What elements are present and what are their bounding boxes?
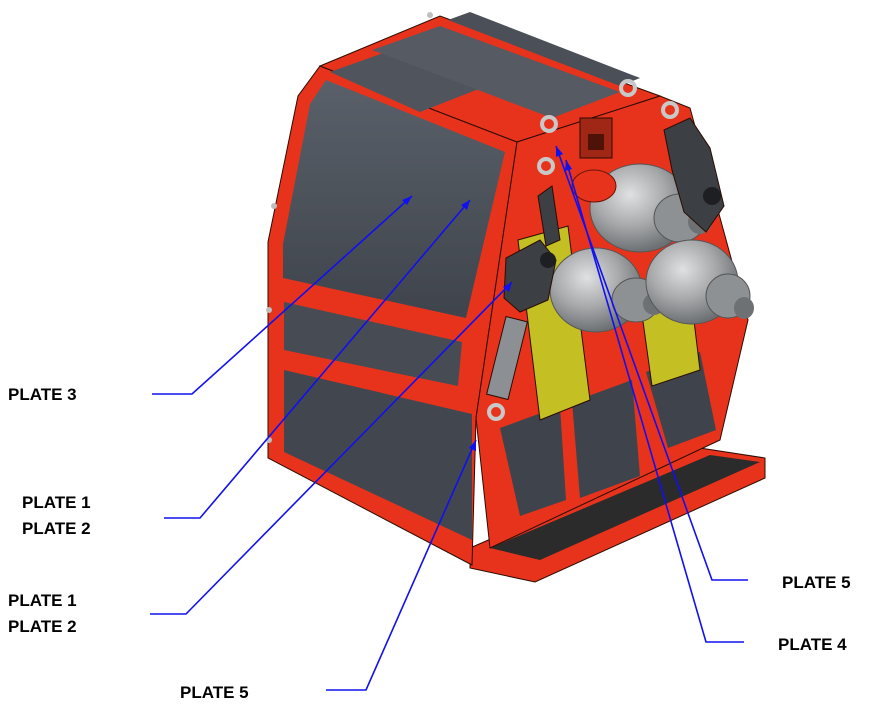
arrowhead-plate12-b <box>503 282 512 292</box>
base-mat <box>490 455 760 560</box>
arrowhead-plate4 <box>565 160 572 171</box>
lifting-eye <box>661 101 679 119</box>
arrowhead-plate5-right <box>556 146 563 157</box>
lower-housing-1 <box>500 406 566 516</box>
leader-plate5-right <box>555 145 748 581</box>
bolt <box>266 307 272 313</box>
upper-left-panel <box>283 80 505 318</box>
leader-plate3 <box>152 195 413 395</box>
label-plate1-b: PLATE 1 <box>8 591 77 610</box>
label-plate5-bottom: PLATE 5 <box>180 683 249 702</box>
lifting-eye <box>487 403 505 421</box>
top-panel-middle <box>372 26 620 118</box>
label-plate3: PLATE 3 <box>8 385 77 404</box>
label-plate1-a: PLATE 1 <box>22 493 91 512</box>
bending-machine-illustration <box>266 12 766 583</box>
side-bolts <box>266 12 433 443</box>
middle-left-panel <box>284 302 462 386</box>
leader-plate12-b <box>150 281 513 615</box>
leader-plate4 <box>565 159 744 643</box>
lower-left-panel <box>284 370 472 540</box>
label-plate2-b: PLATE 2 <box>8 617 77 636</box>
arrowhead-plate5-bottom <box>469 440 476 451</box>
left-bracket-pivot <box>540 252 556 268</box>
bottom-right-roller <box>645 239 754 325</box>
label-plate2-a: PLATE 2 <box>22 519 91 538</box>
top-panel-back <box>448 12 640 86</box>
bolt <box>271 203 277 209</box>
lower-housing-2 <box>572 380 640 498</box>
arrowhead-plate12-a <box>461 200 470 210</box>
bolt <box>427 12 433 18</box>
upper-left-bracket <box>537 185 561 247</box>
lifting-eye <box>537 157 555 175</box>
labels: PLATE 3 PLATE 1 PLATE 2 PLATE 1 PLATE 2 … <box>8 385 851 702</box>
label-plate5-right: PLATE 5 <box>782 573 851 592</box>
hydraulic-cylinder <box>486 315 528 401</box>
arrowhead-plate3 <box>402 196 412 205</box>
label-plate4: PLATE 4 <box>778 635 847 654</box>
top-panel-front <box>330 40 512 112</box>
lifting-eye <box>619 79 637 97</box>
control-box-window <box>588 134 604 150</box>
leader-plate5-bottom <box>326 439 477 691</box>
lifting-eyes <box>487 79 679 421</box>
drive-wheel <box>571 169 617 203</box>
right-bracket-pivot <box>703 187 721 205</box>
lifting-eye <box>540 115 558 133</box>
leader-lines <box>150 145 748 691</box>
leader-plate12-a <box>164 199 471 519</box>
